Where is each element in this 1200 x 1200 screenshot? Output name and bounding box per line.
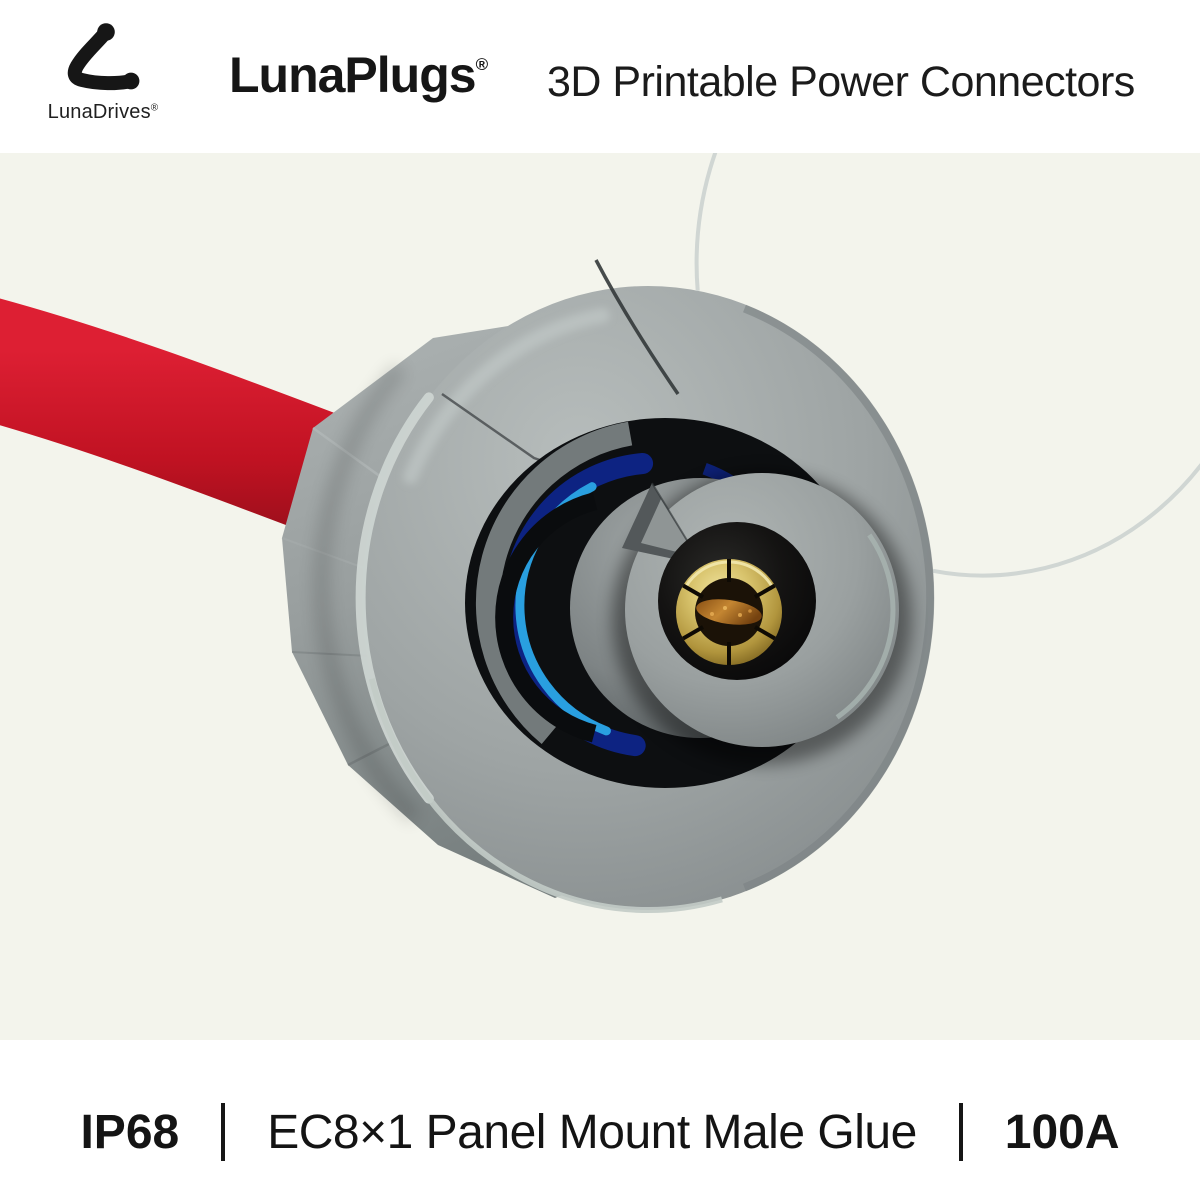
luna-drives-logo: LunaDrives® — [44, 20, 162, 124]
flange-top-rim-light — [694, 153, 1200, 578]
pin-copper-band — [696, 599, 762, 625]
pin-collet-slits — [682, 559, 776, 665]
clamshell-seam-top — [594, 259, 680, 395]
brand-title: LunaPlugs® — [229, 47, 489, 103]
luna-l-mark-icon — [67, 23, 140, 91]
brand-registered-mark: ® — [475, 55, 489, 75]
brand-tagline: 3D Printable Power Connectors — [547, 58, 1135, 106]
spec-footer: IP68 EC8×1 Panel Mount Male Glue 100A — [0, 1040, 1200, 1200]
seal-ring — [495, 453, 654, 757]
ip-rating: IP68 — [80, 1105, 180, 1159]
seal-ring-inner-gap — [495, 492, 598, 743]
flange-inner-highlight — [403, 307, 610, 485]
pin-copper-sparkle — [710, 606, 752, 617]
current-rating: 100A — [1004, 1105, 1120, 1159]
product-name: EC8×1 Panel Mount Male Glue — [267, 1105, 917, 1159]
divider-bar — [958, 1103, 963, 1161]
shroud-rim-light — [835, 533, 896, 720]
product-image-area — [0, 153, 1200, 1040]
logo-registered-mark: ® — [150, 102, 159, 114]
flange-bottom-rim-light — [368, 678, 723, 913]
logo-caption: LunaDrives® — [47, 101, 159, 123]
header: LunaDrives® LunaPlugs® 3D Printable Powe… — [0, 0, 1200, 153]
divider-bar — [221, 1103, 226, 1161]
contact-pin — [676, 559, 782, 665]
connector-render — [0, 153, 1200, 1040]
flange-cast-shadow — [313, 362, 421, 824]
flange-right-shading — [743, 304, 935, 892]
counterbore-step — [475, 421, 633, 744]
